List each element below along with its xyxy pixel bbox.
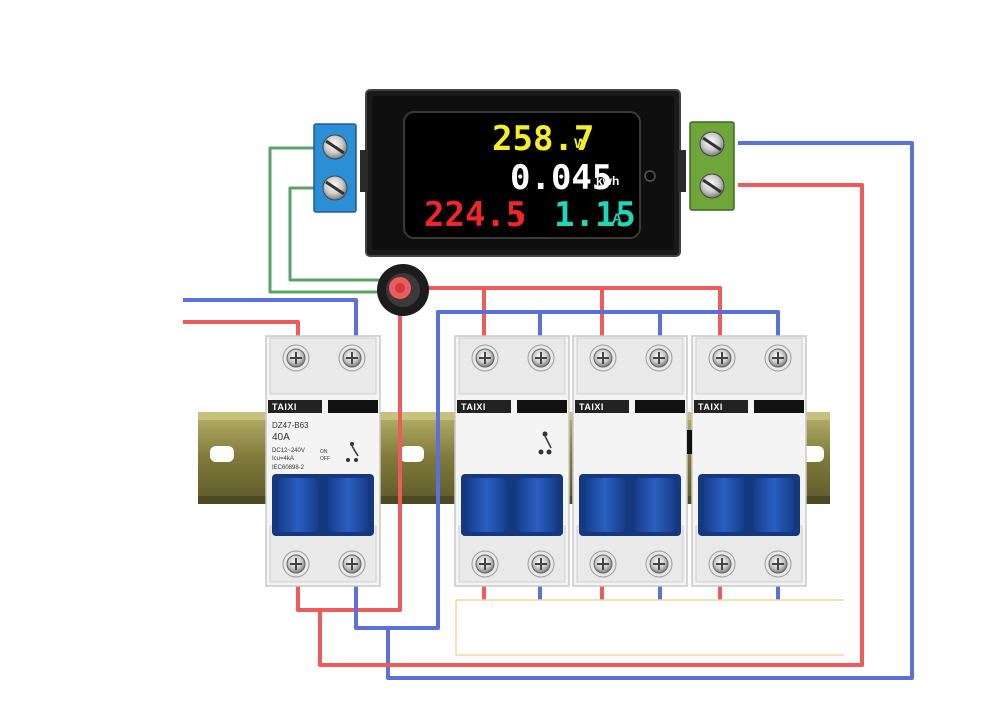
toggle-handle-left[interactable] [704, 478, 744, 532]
ct-terminal-block [313, 123, 357, 213]
toggle-handle-right[interactable] [328, 478, 368, 532]
on-label: ON [320, 449, 328, 455]
main-neutral-wire [354, 310, 780, 630]
breaker-standard: IEC60898-2 [272, 465, 305, 471]
breaker-model: DZ47-B63 [272, 421, 309, 430]
breaker-2: TAIXI [454, 335, 570, 587]
brand-plate [268, 400, 322, 413]
label-strip [517, 400, 567, 413]
screw-icon[interactable] [589, 344, 617, 372]
screw-icon[interactable] [699, 173, 725, 199]
meter-sense-neutral-wire [386, 141, 914, 680]
toggle-handle-left[interactable] [278, 478, 318, 532]
label-strip [754, 400, 804, 413]
voltage-terminal-block [689, 121, 735, 211]
toggle-handle-left[interactable] [467, 478, 507, 532]
voltage-unit: V [516, 211, 525, 226]
brand-plate [694, 400, 748, 413]
label-strip [635, 400, 685, 413]
screw-icon[interactable] [282, 344, 310, 372]
breaker-1: TAIXI DZ47-B63 40A DC12~240V Icu=4kA IEC60898… [265, 335, 381, 587]
breaker-rating: 40A [272, 432, 290, 443]
incoming-live-wire [183, 320, 300, 338]
breaker-4: TAIXI [691, 335, 807, 587]
breaker-group: TAIXI DZ47-B63 40A DC12~240V Icu=4kA IEC60898… [265, 335, 807, 587]
current-transformer-ring [377, 264, 429, 316]
meter-button[interactable] [644, 170, 656, 182]
energy-unit: kwh [596, 174, 619, 188]
screw-icon[interactable] [708, 550, 736, 578]
screw-icon[interactable] [645, 550, 673, 578]
meter-sense-live-wire [318, 183, 864, 667]
screw-icon[interactable] [282, 550, 310, 578]
label-strip [328, 400, 378, 413]
screw-icon[interactable] [338, 344, 366, 372]
main-live-through-ct-wire [296, 286, 722, 612]
breaker-spec: DC12~240V [272, 448, 305, 454]
current-unit: A [612, 210, 622, 226]
toggle-handle-right[interactable] [635, 478, 675, 532]
breaker-3: TAIXI [572, 335, 688, 587]
screw-icon[interactable] [322, 134, 348, 160]
circuit-symbol-icon [346, 442, 359, 462]
power-value: 258.7 [492, 119, 594, 159]
ct-signal-wire-1 [268, 146, 392, 294]
wiring [183, 141, 914, 680]
breaker-brand: TAIXI [461, 402, 486, 412]
ct-signal-wire-2 [288, 186, 392, 282]
power-meter: 258.7 W 0.045 kwh 224.5 V 1.15 A [360, 89, 686, 257]
energy-value: 0.045 [510, 158, 612, 198]
screw-icon[interactable] [338, 550, 366, 578]
breaker-brand: TAIXI [579, 402, 604, 412]
screw-icon[interactable] [322, 175, 348, 201]
breaker-icu: Icu=4kA [272, 456, 294, 462]
circuit-symbol-icon [538, 431, 552, 455]
toggle-handle-right[interactable] [517, 478, 557, 532]
screw-icon[interactable] [471, 550, 499, 578]
screw-icon[interactable] [708, 344, 736, 372]
screw-icon[interactable] [527, 344, 555, 372]
screw-icon[interactable] [645, 344, 673, 372]
toggle-handle-right[interactable] [754, 478, 794, 532]
screw-icon[interactable] [471, 344, 499, 372]
current-value: 1.15 [554, 195, 636, 235]
breaker-brand: TAIXI [698, 402, 723, 412]
voltage-value: 224.5 [424, 195, 526, 235]
brand-plate [575, 400, 629, 413]
breaker-brand: TAIXI [272, 402, 297, 412]
output-bracket [455, 599, 844, 656]
toggle-handle-left[interactable] [585, 478, 625, 532]
brand-plate [457, 400, 511, 413]
breaker-latch [687, 430, 692, 454]
off-label: OFF [320, 456, 330, 462]
power-unit: W [574, 135, 588, 151]
screw-icon[interactable] [764, 550, 792, 578]
screw-icon[interactable] [764, 344, 792, 372]
screw-icon[interactable] [527, 550, 555, 578]
screw-icon[interactable] [589, 550, 617, 578]
screw-icon[interactable] [699, 131, 725, 157]
incoming-neutral-wire [183, 298, 358, 338]
